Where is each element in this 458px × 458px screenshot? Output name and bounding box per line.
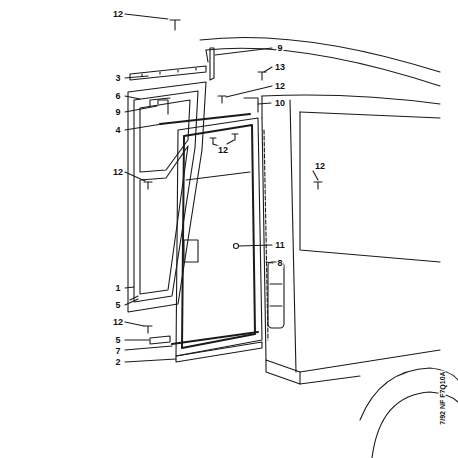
callout-number: 12 [112, 10, 124, 19]
drawing-reference: 7/92 NF F7Q10A [439, 370, 446, 425]
callout-number: 6 [114, 92, 121, 101]
callout-number: 5 [114, 336, 121, 345]
callout-number: 7 [114, 347, 121, 356]
callout-number: 9 [276, 44, 283, 53]
callout-number: 3 [114, 74, 121, 83]
callout-number: 5 [114, 301, 121, 310]
callout-number: 9 [114, 108, 121, 117]
callout-number: 11 [274, 241, 286, 250]
callout-number: 8 [276, 259, 283, 268]
callout-number: 12 [274, 82, 286, 91]
callout-number: 12 [112, 168, 124, 177]
callout-number: 12 [112, 318, 124, 327]
callout-number: 1 [114, 284, 121, 293]
callout-number: 4 [114, 126, 121, 135]
callout-number: 13 [274, 63, 286, 72]
callout-number: 12 [314, 162, 326, 171]
callout-number: 12 [217, 146, 229, 155]
callout-number: 10 [274, 99, 286, 108]
callout-number: 2 [114, 358, 121, 367]
